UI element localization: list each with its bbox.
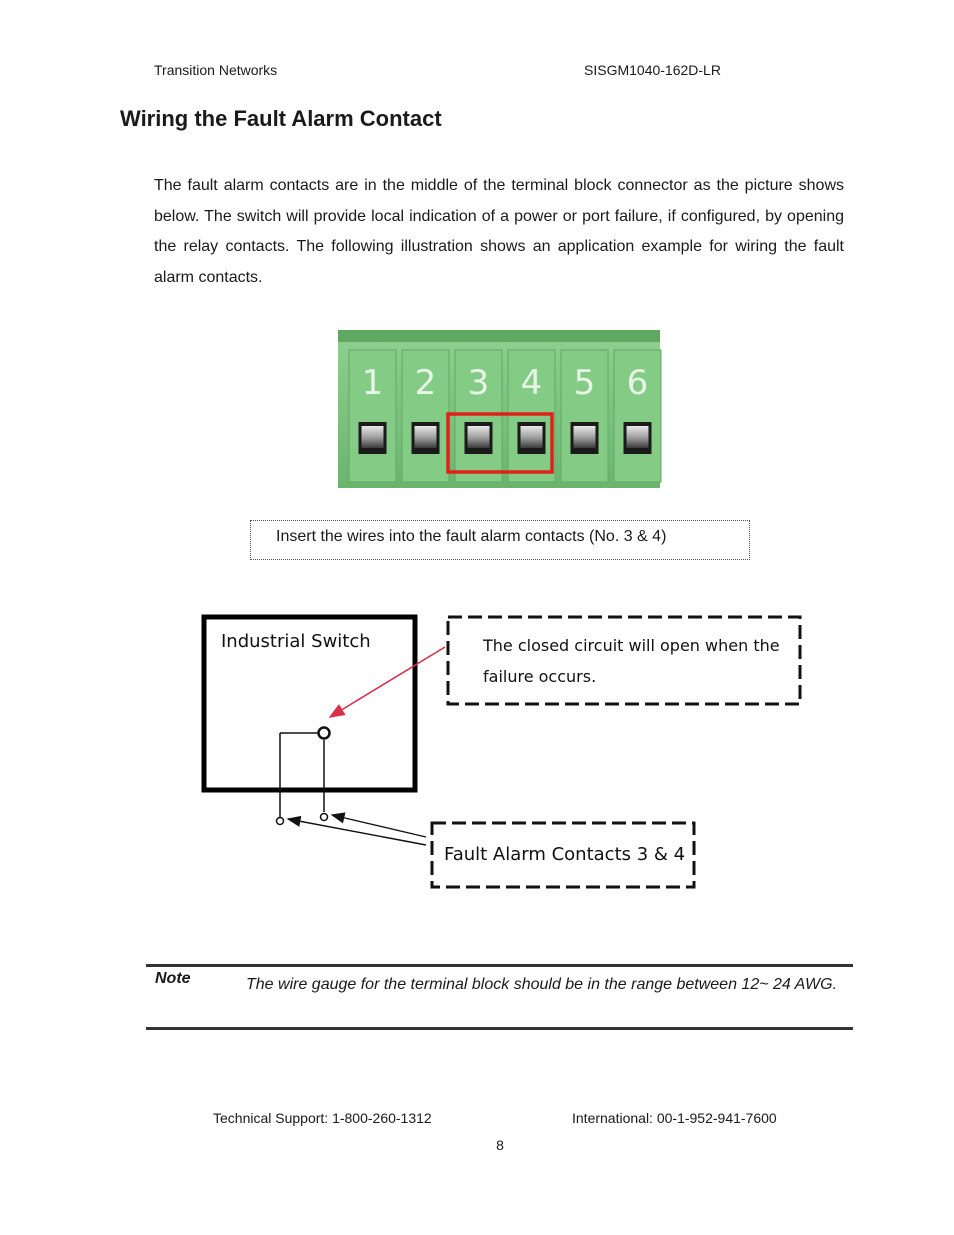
- terminal-block-top-edge: [338, 330, 660, 342]
- callout-line-1: The closed circuit will open when the: [482, 636, 780, 655]
- page-number: 8: [496, 1137, 504, 1153]
- pin-label-1: 1: [362, 363, 384, 403]
- image-caption: Insert the wires into the fault alarm co…: [250, 520, 750, 560]
- relay-wire-left: [279, 732, 324, 817]
- switch-label: Industrial Switch: [221, 631, 371, 652]
- terminal-3-node: [275, 816, 285, 826]
- note-text: The wire gauge for the terminal block sh…: [246, 976, 838, 993]
- callout-line-2: failure occurs.: [483, 667, 596, 686]
- pin-label-5: 5: [574, 363, 596, 403]
- pin-label-6: 6: [627, 363, 649, 403]
- note-label: Note: [155, 970, 191, 987]
- terminal-column-5: [560, 349, 609, 483]
- footer-international: International: 00-1-952-941-7600: [572, 1110, 777, 1126]
- callout-box: [446, 615, 802, 706]
- industrial-switch-box: [201, 614, 418, 793]
- wiring-diagram: Industrial Switch The closed circuit wil…: [201, 614, 802, 889]
- contact-3-arrow: [286, 815, 427, 846]
- terminal-clamp-2: [414, 426, 437, 448]
- terminal-column-1: [348, 349, 397, 483]
- footer-support: Technical Support: 1-800-260-1312: [213, 1110, 432, 1126]
- terminal-clamp-1: [361, 426, 384, 448]
- callout-arrow: [328, 646, 446, 718]
- body-paragraph: The fault alarm contacts are in the midd…: [154, 177, 844, 286]
- terminal-column-4: [507, 349, 556, 483]
- contacts-label: Fault Alarm Contacts 3 & 4: [444, 844, 685, 865]
- pin-label-2: 2: [415, 363, 437, 403]
- terminal-clamp-3: [467, 426, 490, 448]
- relay-contact-node: [317, 726, 331, 740]
- pin-label-4: 4: [521, 363, 543, 403]
- terminal-column-6: [613, 349, 662, 483]
- section-title: Wiring the Fault Alarm Contact: [120, 106, 442, 131]
- note-block: Note The wire gauge for the terminal blo…: [146, 964, 853, 1030]
- contact-4-arrow: [330, 812, 427, 838]
- header-model: SISGM1040-162D-LR: [584, 62, 721, 78]
- terminal-clamp-6: [626, 426, 649, 448]
- terminal-clamp-4: [520, 426, 543, 448]
- highlight-contacts-3-4: [446, 412, 554, 474]
- header-company: Transition Networks: [154, 62, 278, 78]
- pin-label-3: 3: [468, 363, 490, 403]
- terminal-clamp-5: [573, 426, 596, 448]
- terminal-column-3: [454, 349, 503, 483]
- contacts-label-box: [430, 821, 696, 889]
- terminal-4-node: [319, 812, 329, 822]
